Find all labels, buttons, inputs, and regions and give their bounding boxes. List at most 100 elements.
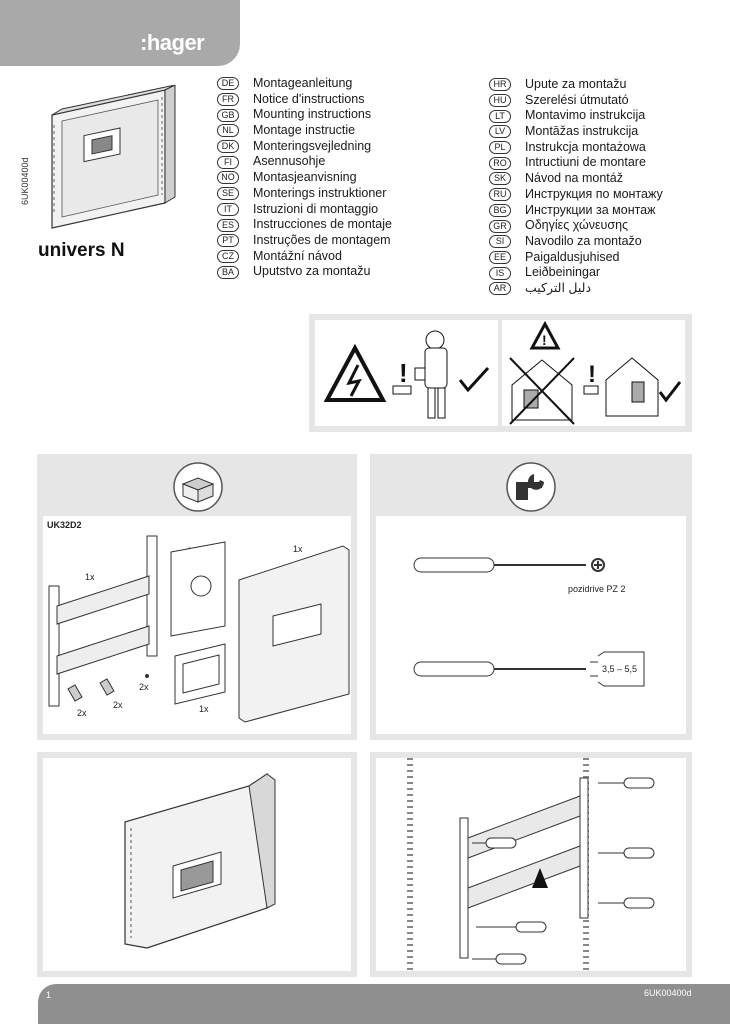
footer-document-code: 6UK00400d <box>644 988 692 998</box>
language-code-badge: HU <box>489 94 511 108</box>
svg-text:!: ! <box>399 358 408 388</box>
language-item-dk: DK Monteringsvejledning <box>217 139 392 155</box>
tools-box: pozidrive PZ 2 3,5 – 5,5 <box>376 516 686 734</box>
language-code-badge: ES <box>217 218 239 232</box>
language-code-badge: DE <box>217 77 239 91</box>
language-label: Paigaldusjuhised <box>525 249 620 264</box>
language-label: دليل التركيب <box>525 280 592 295</box>
language-code-badge: PT <box>217 234 239 248</box>
screwdrivers-illustration <box>413 557 645 687</box>
language-item-se: SE Monterings instruktioner <box>217 186 392 202</box>
mounting-panel <box>370 752 692 977</box>
assembled-enclosure-illustration <box>124 772 276 949</box>
language-label: Asennusohje <box>253 154 326 169</box>
qty-clip-b: 2x <box>113 700 123 710</box>
language-code-badge: EE <box>489 250 511 264</box>
language-code-badge: SI <box>489 235 511 249</box>
language-item-ru: RU Инструкция по монтажу <box>489 187 663 203</box>
language-label: Инструкции за монтаж <box>525 202 656 217</box>
qty-clip-small: 2x <box>139 682 149 692</box>
language-label: Mounting instructions <box>253 107 372 122</box>
page-number: 1 <box>46 990 52 1000</box>
language-code-badge: RO <box>489 156 511 170</box>
screwdriver-1-label: pozidrive PZ 2 <box>568 584 626 594</box>
electrician-warning-illustration: ! <box>323 330 490 419</box>
assembled-box <box>43 758 351 971</box>
language-item-es: ES Instrucciones de montaje <box>217 217 392 233</box>
product-enclosure-image <box>51 85 176 229</box>
language-label: Návod na montáž <box>525 171 623 186</box>
tools-icon <box>506 462 556 512</box>
kit-contents-panel: UK32D2 1x 1x 1x 1x 2x 2x 2x <box>37 454 357 740</box>
rail-mounting-illustration <box>407 758 655 971</box>
language-code-badge: NL <box>217 124 239 138</box>
language-code-badge: PL <box>489 141 511 155</box>
language-item-no: NO Montasjeanvisning <box>217 170 392 186</box>
product-title: univers N <box>38 240 125 261</box>
screwdriver-2-size: 3,5 – 5,5 <box>602 664 638 674</box>
language-label: Οδηγίες χώνευσης <box>525 218 629 233</box>
language-code-badge: LV <box>489 125 511 139</box>
language-item-pl: PL Instrukcja montażowa <box>489 140 663 156</box>
language-label: Monteringsvejledning <box>253 138 372 153</box>
house-warning-illustration: ! ! <box>509 320 682 425</box>
qty-plate-rect: 1x <box>199 704 209 714</box>
language-item-gr: GR Οδηγίες χώνευσης <box>489 218 663 234</box>
language-code-badge: IT <box>217 202 239 216</box>
language-code-badge: BA <box>217 265 239 279</box>
language-label: Montage instructie <box>253 123 356 138</box>
language-label: Montasjeanvisning <box>253 170 357 185</box>
language-label: Montavimo instrukcija <box>525 108 646 123</box>
language-label: Montāžas instrukcija <box>525 124 639 139</box>
kit-parts-illustration <box>48 535 350 723</box>
language-code-badge: SK <box>489 172 511 186</box>
kit-code: UK32D2 <box>47 520 82 530</box>
language-item-lv: LV Montāžas instrukcija <box>489 124 663 140</box>
mounting-box <box>376 758 686 971</box>
language-code-badge: GR <box>489 219 511 233</box>
language-code-badge: DK <box>217 140 239 154</box>
brand-header <box>0 0 240 66</box>
language-code-badge: NO <box>217 171 239 185</box>
language-label: Leiðbeiningar <box>525 265 601 280</box>
language-item-fr: FR Notice d'instructions <box>217 92 392 108</box>
language-label: Instrucciones de montaje <box>253 217 392 232</box>
language-code-badge: FR <box>217 93 239 107</box>
language-code-badge: CZ <box>217 249 239 263</box>
kit-contents-box: UK32D2 1x 1x 1x 1x 2x 2x 2x <box>43 516 351 734</box>
language-code-badge: SE <box>217 187 239 201</box>
language-item-lt: LT Montavimo instrukcija <box>489 108 663 124</box>
qty-frame: 1x <box>293 544 303 554</box>
language-item-nl: NL Montage instructie <box>217 123 392 139</box>
language-code-badge: BG <box>489 203 511 217</box>
language-item-ba: BA Uputstvo za montažu <box>217 264 392 280</box>
language-label: Notice d'instructions <box>253 91 365 106</box>
language-label: Monterings instruktioner <box>253 185 387 200</box>
language-code-badge: LT <box>489 109 511 123</box>
safety-right-box: ! ! <box>502 320 685 426</box>
language-code-badge: RU <box>489 188 511 202</box>
footer-bar <box>38 984 730 1024</box>
language-label: Инструкция по монтажу <box>525 186 663 201</box>
language-label: Instrukcja montażowa <box>525 139 646 154</box>
safety-left-box: ! <box>315 320 498 426</box>
svg-text:!: ! <box>588 361 596 388</box>
language-item-bg: BG Инструкции за монтаж <box>489 203 663 219</box>
svg-text:!: ! <box>542 332 547 348</box>
language-label: Montážní návod <box>253 248 342 263</box>
language-label: Upute za montažu <box>525 77 627 91</box>
language-label: Uputstvo za montažu <box>253 264 371 279</box>
safety-panel: ! ! ! <box>309 314 692 432</box>
